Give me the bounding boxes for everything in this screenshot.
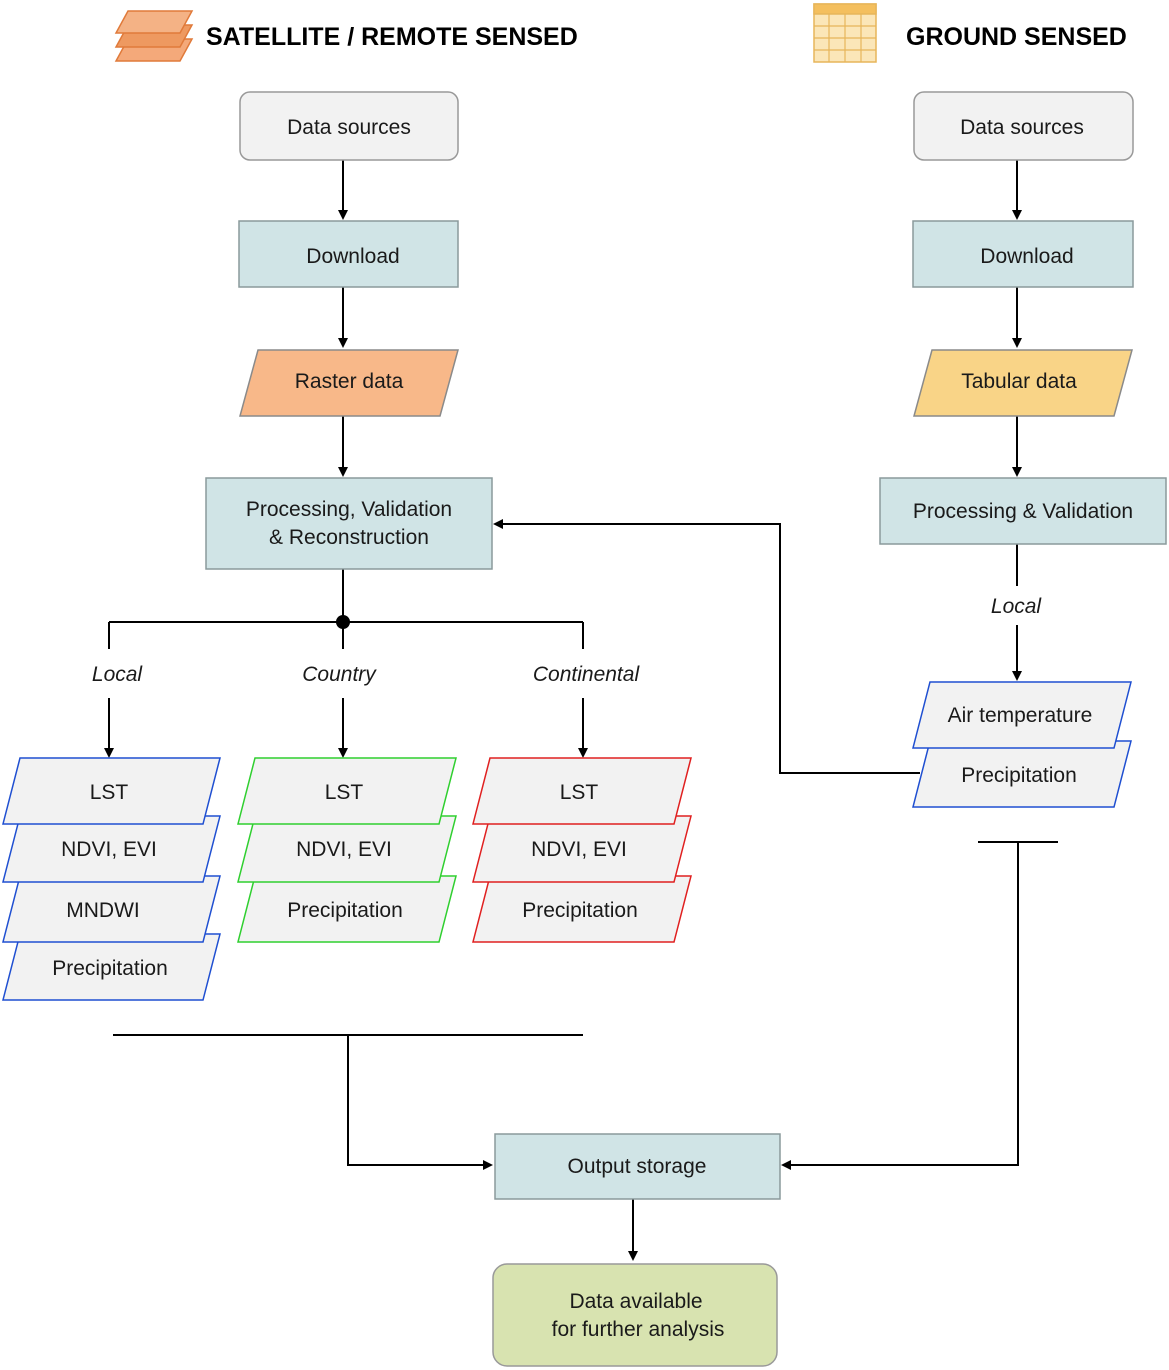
svg-text:LST: LST — [90, 781, 129, 804]
continental-stack-item: NDVI, EVI — [472, 815, 692, 883]
continental-stack-item: LST — [472, 757, 692, 825]
svg-text:NDVI, EVI: NDVI, EVI — [531, 838, 627, 861]
output-storage-box: Output storage — [494, 1133, 781, 1200]
raster-data-box: Raster data — [239, 349, 459, 417]
local-stack-item: LST — [2, 757, 221, 825]
country-stack-item: NDVI, EVI — [237, 815, 457, 883]
ground-processing-box: Processing & Validation — [879, 477, 1167, 545]
ground-stack-item: Precipitation — [912, 740, 1132, 808]
output-storage-label: Output storage — [568, 1155, 707, 1178]
tabular-data-label: Tabular data — [961, 370, 1077, 393]
scale-label-local: Local — [92, 663, 144, 686]
ground-download-box: Download — [912, 220, 1134, 288]
scale-label-continental: Continental — [533, 663, 641, 686]
ground-scale-label: Local — [991, 595, 1043, 618]
final-output-box: Data available for further analysis — [492, 1263, 778, 1367]
sat-data-sources-label: Data sources — [287, 116, 411, 139]
local-stack-item: Precipitation — [2, 933, 221, 1001]
continental-stack: Precipitation NDVI, EVI LST — [472, 757, 692, 943]
ground-processing-label: Processing & Validation — [913, 500, 1133, 523]
svg-text:NDVI, EVI: NDVI, EVI — [296, 838, 392, 861]
satellite-header: SATELLITE / REMOTE SENSED — [206, 23, 578, 51]
ground-download-label: Download — [980, 245, 1073, 268]
sat-processing-label-1: Processing, Validation — [246, 498, 452, 521]
svg-text:Precipitation: Precipitation — [522, 899, 638, 922]
svg-text:NDVI, EVI: NDVI, EVI — [61, 838, 157, 861]
scale-label-country: Country — [302, 663, 377, 686]
ground-header: GROUND SENSED — [906, 23, 1127, 51]
country-stack: Precipitation NDVI, EVI LST — [237, 757, 457, 943]
sat-data-sources-box: Data sources — [239, 91, 459, 161]
svg-text:Precipitation: Precipitation — [287, 899, 403, 922]
sat-processing-label-2: & Reconstruction — [269, 526, 429, 549]
final-output-label-1: Data available — [569, 1290, 702, 1313]
sat-processing-box: Processing, Validation & Reconstruction — [205, 477, 493, 570]
svg-text:Precipitation: Precipitation — [961, 764, 1077, 787]
sat-download-box: Download — [238, 220, 459, 288]
table-icon — [813, 3, 877, 63]
connectors — [104, 160, 1058, 1261]
ground-stack-item: Air temperature — [912, 681, 1132, 749]
ground-data-sources-box: Data sources — [913, 91, 1134, 161]
ground-data-sources-label: Data sources — [960, 116, 1084, 139]
svg-text:LST: LST — [325, 781, 364, 804]
local-stack-item: NDVI, EVI — [2, 815, 221, 883]
raster-data-label: Raster data — [295, 370, 404, 393]
svg-text:Precipitation: Precipitation — [52, 957, 168, 980]
local-stack-item: MNDWI — [2, 875, 221, 943]
ground-stack: Precipitation Air temperature — [912, 681, 1132, 808]
tabular-data-box: Tabular data — [913, 349, 1133, 417]
country-stack-item: LST — [237, 757, 457, 825]
svg-text:LST: LST — [560, 781, 599, 804]
local-stack: Precipitation MNDWI NDVI, EVI LST — [2, 757, 221, 1001]
layers-icon — [114, 10, 194, 62]
continental-stack-item: Precipitation — [472, 875, 692, 943]
svg-text:Air temperature: Air temperature — [948, 704, 1093, 727]
svg-text:MNDWI: MNDWI — [66, 899, 139, 922]
country-stack-item: Precipitation — [237, 875, 457, 943]
final-output-label-2: for further analysis — [552, 1318, 725, 1341]
sat-download-label: Download — [306, 245, 399, 268]
